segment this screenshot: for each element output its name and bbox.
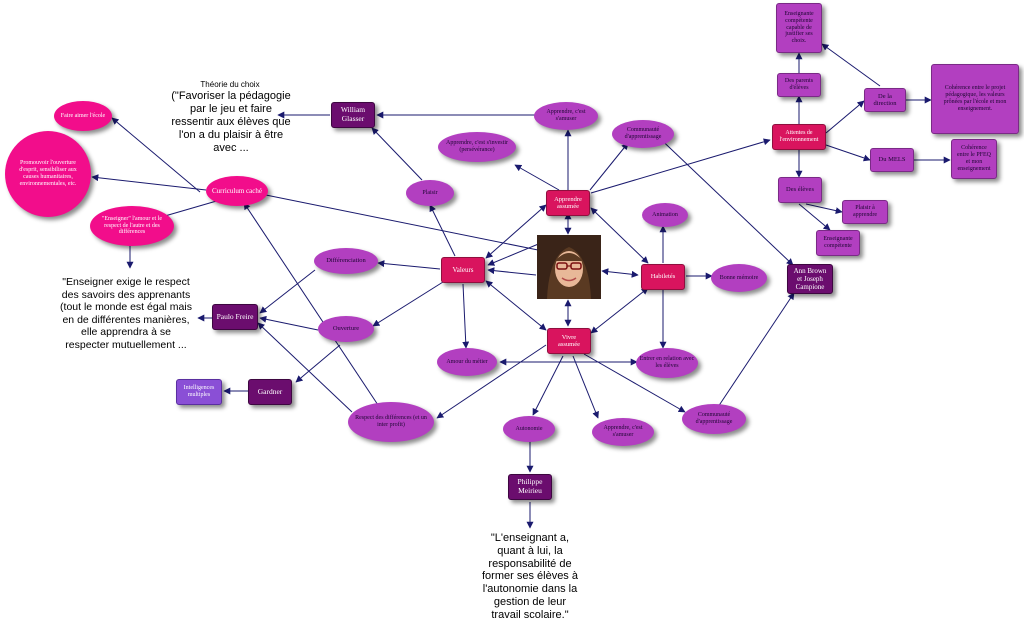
node-valeurs[interactable]: Valeurs: [441, 257, 485, 283]
teacher-photo: [537, 235, 601, 299]
theory-title: Théorie du choix: [200, 80, 260, 89]
node-coherence-projet[interactable]: Cohérence entre le projet pédagogique, l…: [931, 64, 1019, 134]
node-vivre-assumee[interactable]: Vivre assumée: [547, 328, 591, 354]
node-animation[interactable]: Animation: [642, 203, 688, 227]
node-paulo-freire[interactable]: Paulo Freire: [212, 304, 258, 330]
node-plaisir-apprendre[interactable]: Plaisir à apprendre: [842, 200, 888, 224]
node-curriculum-cache[interactable]: Curriculum caché: [206, 176, 268, 206]
node-communaute-top[interactable]: Communauté d'apprentissage: [612, 120, 674, 148]
node-autonomie[interactable]: Autonomie: [503, 416, 555, 442]
node-des-parents[interactable]: Des parents d'élèves: [777, 73, 821, 97]
node-differenciation[interactable]: Différenciation: [314, 248, 378, 274]
node-des-eleves[interactable]: Des élèves: [778, 177, 822, 203]
node-apprendre-amuser-top[interactable]: Apprendre, c'est s'amuser: [534, 102, 598, 130]
node-intelligences-multiples[interactable]: Intelligences multiples: [176, 379, 222, 405]
node-enseignante-competente-top[interactable]: Enseignante compétente capable de justif…: [776, 3, 822, 53]
node-gardner[interactable]: Gardner: [248, 379, 292, 405]
node-plaisir[interactable]: Plaisir: [406, 180, 454, 206]
node-du-mels[interactable]: Du MELS: [870, 148, 914, 172]
node-william-glasser[interactable]: William Glasser: [331, 102, 375, 128]
node-faire-aimer-ecole[interactable]: Faire aimer l'école: [54, 101, 112, 131]
node-respect-differences[interactable]: Respect des différences (et un inter pro…: [348, 402, 434, 442]
node-enseigner-amour[interactable]: "Enseigner" l'amour et le respect de l'a…: [90, 206, 174, 246]
node-habiletes[interactable]: Habiletés: [641, 264, 685, 290]
node-de-la-direction[interactable]: De la direction: [864, 88, 906, 112]
freire-quote: "Enseigner exige le respect des savoirs …: [60, 276, 192, 351]
node-apprendre-assumee[interactable]: Apprendre assumée: [546, 190, 590, 216]
node-ouverture[interactable]: Ouverture: [318, 316, 374, 342]
node-ann-brown-campione[interactable]: Ann Brown et Joseph Campione: [787, 264, 833, 294]
theory-quote: ("Favoriser la pédagogie par le jeu et f…: [171, 90, 291, 154]
meirieu-quote: "L'enseignant a, quant à lui, la respons…: [482, 532, 578, 621]
node-enseignante-competente[interactable]: Enseignante compétente: [816, 230, 860, 256]
node-entrer-relation[interactable]: Entrer en relation avec les élèves: [636, 348, 698, 378]
node-coherence-pfeq[interactable]: Cohérence entre le PFEQ et mon enseignem…: [951, 139, 997, 179]
node-attentes-environnement[interactable]: Attentes de l'environnement: [772, 124, 826, 150]
node-bonne-memoire[interactable]: Bonne mémoire: [711, 264, 767, 292]
node-amour-metier[interactable]: Amour du métier: [437, 348, 497, 376]
node-apprendre-amuser-bottom[interactable]: Apprendre, c'est s'amuser: [592, 418, 654, 446]
node-communaute-bottom[interactable]: Communauté d'apprentissage: [682, 404, 746, 434]
node-promouvoir-ouverture[interactable]: Promouvoir l'ouverture d'esprit, sensibi…: [5, 131, 91, 217]
node-apprendre-investir[interactable]: Apprendre, c'est s'investir (persévéranc…: [438, 132, 516, 162]
node-philippe-meirieu[interactable]: Philippe Meirieu: [508, 474, 552, 500]
portrait-icon: [537, 235, 601, 299]
